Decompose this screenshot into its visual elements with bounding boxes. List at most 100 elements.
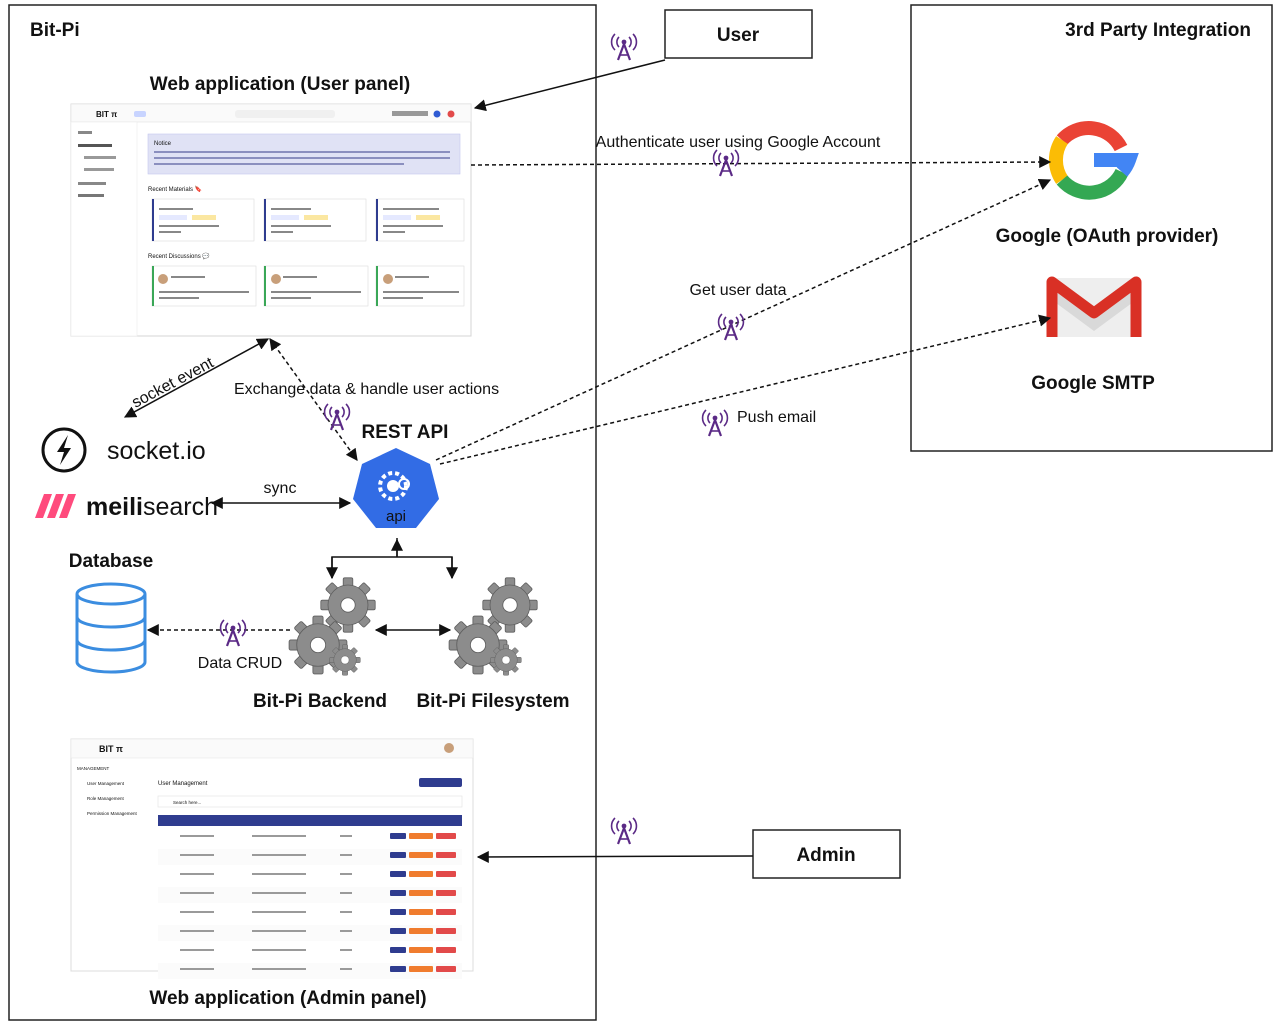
user-mock-logo: BIT π	[96, 110, 117, 119]
filesystem-gears-icon	[448, 577, 538, 676]
admin-panel-screenshot: BIT π MANAGEMENT User Management Role Ma…	[70, 738, 474, 979]
user-actor-box	[664, 9, 813, 59]
edges	[123, 59, 1052, 863]
admin-cell-email	[252, 835, 306, 837]
admin-cell-name	[180, 930, 214, 932]
admin-edit-button	[390, 966, 406, 972]
antenna-icon-get-data	[717, 312, 745, 342]
antenna-icon-user	[610, 32, 638, 62]
edge-label-push-email: Push email	[737, 409, 816, 426]
admin-cell-name	[180, 854, 214, 856]
admin-table-row	[158, 944, 462, 960]
google-logo	[1049, 121, 1139, 200]
edge-label-exchange: Exchange data & handle user actions	[234, 381, 499, 398]
admin-delete-button	[436, 947, 456, 953]
bitpi-container	[8, 4, 597, 1021]
admin-cell-email	[252, 854, 306, 856]
admin-cell-status	[340, 968, 352, 970]
admin-cell-name	[180, 892, 214, 894]
admin-table-row	[158, 925, 462, 941]
admin-cell-status	[340, 911, 352, 913]
admin-delete-button	[436, 852, 456, 858]
user-mock-recent-materials: Recent Materials 🔖	[148, 185, 202, 193]
edge-admin-to-admin-panel	[476, 850, 754, 863]
antenna-icon-exchange	[323, 402, 351, 432]
meilisearch-logo	[35, 494, 76, 518]
admin-panel-title: Web application (Admin panel)	[149, 988, 426, 1009]
edge-push-email	[439, 314, 1052, 465]
edge-socket-event	[123, 338, 270, 418]
antenna-icon-push-email	[701, 408, 729, 438]
admin-cell-status	[340, 949, 352, 951]
admin-cell-status	[340, 854, 352, 856]
admin-mock-nav-users: User Management	[87, 781, 125, 786]
third-party-container	[910, 4, 1273, 452]
admin-table-row	[158, 830, 462, 846]
edge-exchange	[269, 338, 358, 461]
admin-delete-button	[436, 890, 456, 896]
admin-actor-label: Admin	[796, 845, 855, 866]
admin-cell-email	[252, 911, 306, 913]
admin-edit-button	[390, 928, 406, 934]
admin-cell-email	[252, 873, 306, 875]
admin-edit-button	[390, 947, 406, 953]
google-smtp-label: Google SMTP	[1031, 373, 1155, 394]
admin-table-row	[158, 906, 462, 922]
api-icon: api	[353, 448, 439, 528]
google-oauth-label: Google (OAuth provider)	[996, 226, 1219, 247]
admin-cell-status	[340, 930, 352, 932]
admin-cell-status	[340, 873, 352, 875]
database-icon	[75, 582, 147, 674]
admin-edit-button	[390, 852, 406, 858]
admin-delete-button	[436, 909, 456, 915]
admin-delete-button	[436, 928, 456, 934]
edge-label-get-user-data: Get user data	[690, 282, 787, 299]
meilisearch-label: meilisearch	[86, 493, 218, 521]
rest-api-label: REST API	[362, 422, 449, 443]
edge-authenticate	[470, 156, 1052, 169]
admin-cell-email	[252, 892, 306, 894]
admin-table-row	[158, 868, 462, 884]
admin-cell-email	[252, 968, 306, 970]
admin-mock-title: User Management	[158, 781, 208, 787]
edge-label-data-crud: Data CRUD	[198, 655, 282, 672]
database-label: Database	[69, 551, 154, 572]
api-badge-label: api	[386, 508, 406, 525]
admin-cell-status	[340, 892, 352, 894]
admin-cell-name	[180, 835, 214, 837]
admin-mock-logo: BIT π	[99, 744, 123, 754]
backend-gears-icon	[288, 577, 376, 676]
user-actor-label: User	[717, 25, 760, 46]
admin-cell-name	[180, 911, 214, 913]
third-party-title: 3rd Party Integration	[1065, 20, 1251, 41]
user-mock-notice: Notice	[154, 141, 172, 147]
admin-mock-search: Search here...	[173, 800, 201, 805]
admin-delete-button	[436, 871, 456, 877]
admin-edit-button	[390, 871, 406, 877]
admin-table-row	[158, 887, 462, 903]
backend-label: Bit-Pi Backend	[253, 691, 387, 712]
admin-edit-button	[390, 833, 406, 839]
admin-cell-email	[252, 930, 306, 932]
admin-cell-email	[252, 949, 306, 951]
admin-suspend-button	[409, 928, 433, 934]
admin-cell-name	[180, 968, 214, 970]
edge-user-to-user-panel	[473, 59, 666, 112]
admin-suspend-button	[409, 871, 433, 877]
antenna-icon-admin	[610, 816, 638, 846]
edge-label-socket-event: socket event	[129, 354, 217, 411]
admin-suspend-button	[409, 966, 433, 972]
filesystem-label: Bit-Pi Filesystem	[416, 691, 569, 712]
admin-suspend-button	[409, 909, 433, 915]
admin-mock-nav-roles: Role Management	[87, 796, 125, 801]
admin-table-row	[158, 963, 462, 979]
socketio-label: socket.io	[107, 437, 206, 465]
admin-suspend-button	[409, 833, 433, 839]
user-mock-recent-discussions: Recent Discussions 💬	[148, 252, 210, 260]
gmail-logo	[1046, 276, 1142, 337]
bitpi-container-title: Bit-Pi	[30, 20, 80, 41]
admin-table-row	[158, 849, 462, 865]
socketio-logo	[41, 427, 87, 473]
user-panel-screenshot: BIT π Notice Recent Materials 🔖	[70, 103, 472, 337]
admin-suspend-button	[409, 852, 433, 858]
